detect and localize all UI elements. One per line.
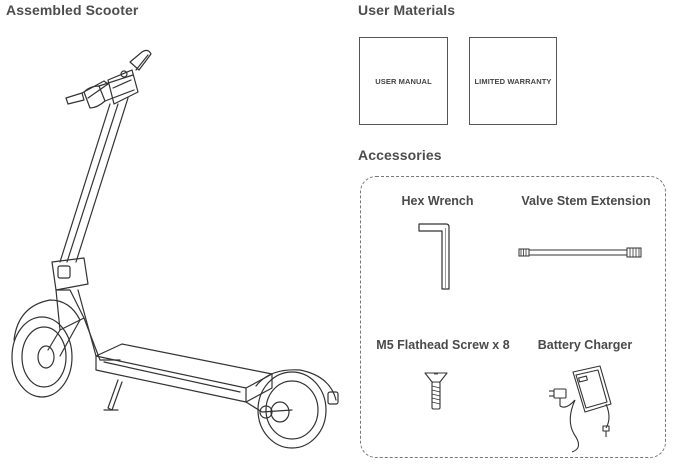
accessories-frame bbox=[360, 176, 666, 458]
assembled-scooter-heading: Assembled Scooter bbox=[6, 2, 139, 18]
valve-stem-label: Valve Stem Extension bbox=[521, 194, 651, 208]
limited-warranty-label: LIMITED WARRANTY bbox=[474, 76, 552, 86]
limited-warranty-box: LIMITED WARRANTY bbox=[469, 37, 557, 125]
screw-label: M5 Flathead Screw x 8 bbox=[376, 338, 510, 352]
user-materials-heading: User Materials bbox=[358, 2, 456, 18]
user-manual-box: USER MANUAL bbox=[359, 37, 448, 125]
charger-label: Battery Charger bbox=[537, 338, 633, 352]
user-manual-label: USER MANUAL bbox=[375, 76, 432, 86]
hex-wrench-label: Hex Wrench bbox=[401, 194, 474, 208]
accessories-heading: Accessories bbox=[358, 147, 442, 163]
